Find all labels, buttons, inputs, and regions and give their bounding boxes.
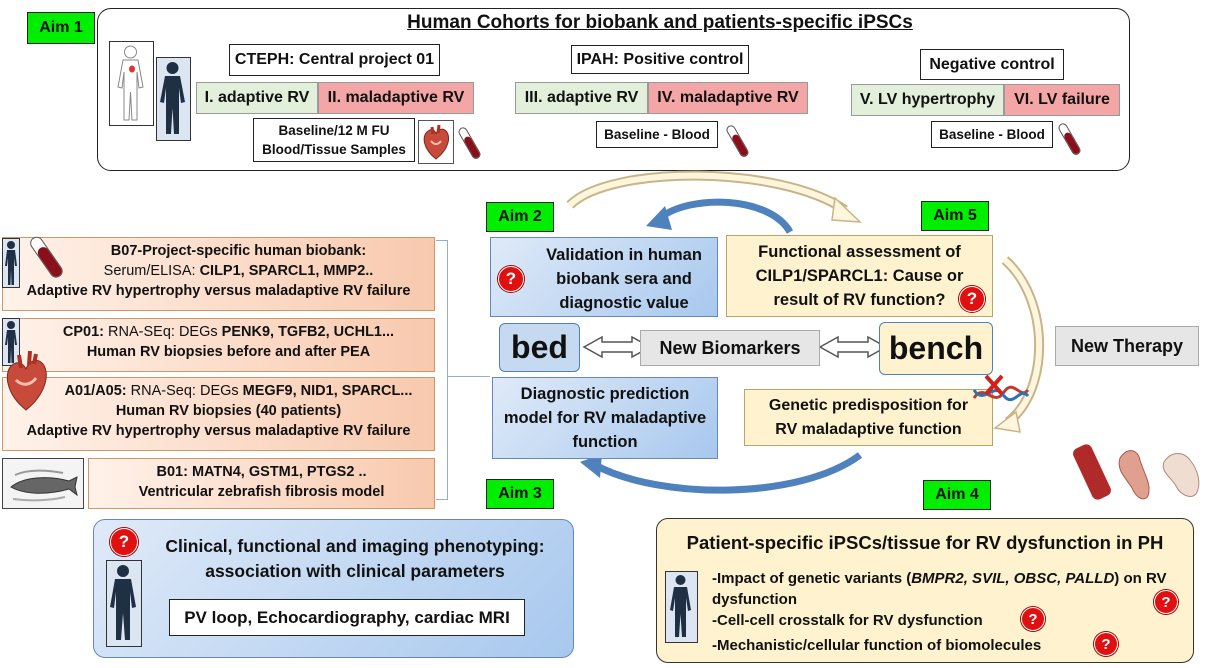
validation-text: Validation in human biobank sera and dia… [546,246,702,312]
b01-line2: Ventricular zebrafish fibrosis model [138,484,385,500]
clinical-methods-box: PV loop, Echocardiography, cardiac MRI [169,599,525,636]
aim5-badge: Aim 5 [921,201,989,231]
person-icon [665,571,698,643]
ipsc-list: -Impact of genetic variants (BMPR2, SVIL… [712,568,1182,656]
dna-icon [970,372,1030,412]
neg-baseline: Baseline - Blood [931,121,1053,148]
diagnostic-box: Diagnostic prediction model for RV malad… [492,377,718,459]
cteph-baseline-line1: Baseline/12 M FU [278,123,390,138]
cp01-markers: PENK9, TGFB2, UCHL1... [221,324,395,340]
new-biomarkers-box: New Biomarkers [640,330,820,366]
person-icon [156,57,191,141]
b01-line1: B01: MATN4, GSTM1, PTGS2 .. [156,464,367,480]
negative-control-box: Negative control [920,49,1064,80]
cycle-arrows [566,170,1045,494]
clinical-title: Clinical, functional and imaging phenoty… [140,534,570,584]
cp01-code: CP01: [62,324,105,340]
cteph-maladaptive: II. maladaptive RV [318,82,474,114]
cp01-line: CP01: RNA-SEq: DEGs PENK9, TGFB2, UCHL1.… [3,322,434,342]
blood-tube-icon [1058,120,1082,160]
a01-markers: MEGF9, NID1, SPARCL... [242,383,413,399]
cp01-prefix: RNA-SEq: DEGs [104,324,222,340]
new-therapy-box: New Therapy [1055,326,1199,366]
body-heart-icon [109,41,154,126]
blood-tube-icon [22,232,72,284]
aim1-badge: Aim 1 [27,12,95,44]
b07-desc: Adaptive RV hypertrophy versus maladapti… [26,283,411,299]
ipsc-title: Patient-specific iPSCs/tissue for RV dys… [686,532,1164,553]
ipah-maladaptive: IV. maladaptive RV [648,82,808,114]
cteph-baseline-line2: Blood/Tissue Samples [262,142,406,157]
cohorts-title: Human Cohorts for biobank and patients-s… [407,12,913,33]
question-icon: ? [1094,632,1118,656]
b07-markers: CILP1, SPARCL1, MMP2.. [199,263,374,279]
a01-prefix: RNA-Seq: DEGs [126,383,243,399]
validation-box: Validation in human biobank sera and dia… [490,237,718,317]
question-icon: ? [1154,590,1178,614]
bracket-connector [448,376,490,377]
bench-box: bench [879,322,993,375]
question-icon: ? [110,528,138,556]
person-icon [2,238,20,288]
ipsc-item1-cont: dysfunction [712,591,797,608]
b01-box: B01: MATN4, GSTM1, PTGS2 .. Ventricular … [88,458,435,509]
aim3-badge: Aim 3 [486,479,554,509]
a01-desc1: Human RV biopsies (40 patients) [115,403,342,419]
genetic-box: Genetic predisposition for RV maladaptiv… [744,389,993,446]
b07-markers-line: Serum/ELISA: CILP1, SPARCL1, MMP2.. [3,261,434,281]
heart-icon [2,346,50,414]
a01-line: A01/A05: RNA-Seq: DEGs MEGF9, NID1, SPAR… [3,381,434,401]
clinical-title-line2: association with clinical parameters [205,561,505,581]
ipah-adaptive: III. adaptive RV [515,82,648,114]
a01-desc2: Adaptive RV hypertrophy versus maladapti… [26,423,411,439]
neg-lv-hypertrophy: V. LV hypertrophy [851,84,1004,116]
heart-icon [418,120,454,164]
zebrafish-icon [2,458,84,509]
cardiomyocyte-icon [1068,440,1204,502]
person-icon [106,560,142,647]
b07-prefix: Serum/ELISA: [103,263,200,279]
cteph-box: CTEPH: Central project 01 [229,44,440,76]
ipsc-item1-suffix: ) on RV [1114,570,1167,587]
left-bracket [436,240,448,500]
ipsc-item2: -Cell-cell crosstalk for RV dysfunction [712,612,983,629]
genetic-line2: RV maladaptive function [775,421,962,438]
ipah-box: IPAH: Positive control [571,45,749,74]
ipsc-item1-genes: BMPR2, SVIL, OBSC, PALLD [911,570,1115,587]
ipah-baseline: Baseline - Blood [596,121,718,148]
ipsc-item1: -Impact of genetic variants (BMPR2, SVIL… [712,568,1182,589]
cteph-adaptive: I. adaptive RV [196,82,318,114]
cp01-desc: Human RV biopsies before and after PEA [86,344,371,360]
cp01-box: CP01: RNA-SEq: DEGs PENK9, TGFB2, UCHL1.… [2,318,435,372]
blood-tube-icon [726,122,750,162]
aim2-badge: Aim 2 [486,202,554,232]
genetic-line1: Genetic predisposition for [768,397,969,414]
clinical-title-line1: Clinical, functional and imaging phenoty… [165,536,545,556]
blood-tube-icon [458,124,482,164]
functional-text: Functional assessment of CILP1/SPARCL1: … [755,243,964,309]
cteph-baseline: Baseline/12 M FU Blood/Tissue Samples [253,118,415,162]
b07-title: B07-Project-specific human biobank: [110,243,367,259]
question-icon: ? [498,266,524,292]
a01-code: A01/A05: [64,383,127,399]
ipsc-item3: -Mechanistic/cellular function of biomol… [712,637,1042,654]
neg-lv-failure: VI. LV failure [1004,84,1120,116]
functional-box: Functional assessment of CILP1/SPARCL1: … [726,235,993,317]
diagnostic-text: Diagnostic prediction model for RV malad… [503,385,707,451]
question-icon: ? [959,286,985,312]
ipsc-item1-prefix: -Impact of genetic variants ( [712,570,912,587]
question-icon: ? [1021,607,1045,631]
aim4-badge: Aim 4 [923,480,991,510]
b07-box: B07-Project-specific human biobank: Seru… [2,237,435,311]
a01-box: A01/A05: RNA-Seq: DEGs MEGF9, NID1, SPAR… [2,377,435,451]
bed-box: bed [499,323,580,372]
